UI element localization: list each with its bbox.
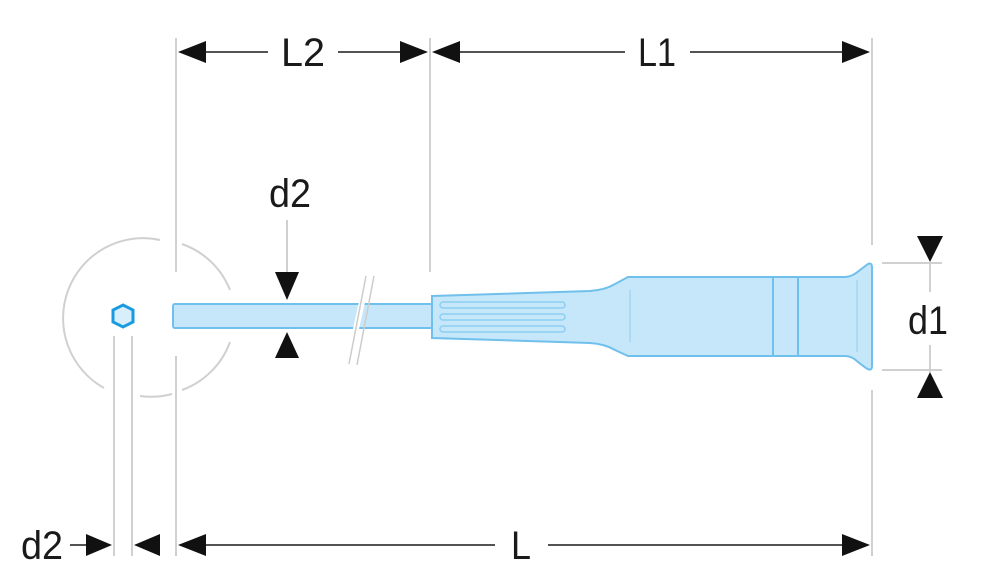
dimension-d2-tip: d2 (21, 524, 160, 568)
arrow-left-icon (178, 41, 206, 63)
arrow-right-icon (86, 534, 112, 556)
arrow-left-icon (432, 41, 460, 63)
arrow-right-icon (842, 534, 870, 556)
label-d2-top: d2 (269, 172, 311, 216)
label-d1: d1 (908, 299, 948, 343)
arrow-up-icon (275, 332, 299, 358)
arrow-up-icon (917, 372, 943, 398)
label-L1: L1 (638, 31, 676, 75)
arrow-left-icon (134, 534, 160, 556)
hex-tip-icon (111, 303, 135, 329)
dimension-d2-shaft: d2 (269, 172, 311, 358)
shaft (172, 274, 436, 366)
arrow-right-icon (842, 41, 870, 63)
label-L2: L2 (281, 31, 325, 75)
extension-lines (113, 38, 942, 556)
end-view-circle (62, 237, 231, 398)
dimension-L2: L2 (178, 31, 428, 75)
dimension-d1: d1 (908, 236, 948, 398)
label-d2-bottom: d2 (21, 524, 63, 568)
dimension-L1: L1 (432, 31, 870, 75)
arrow-left-icon (178, 534, 206, 556)
arrow-right-icon (400, 41, 428, 63)
dimension-L: L (178, 524, 870, 568)
arrow-down-icon (917, 236, 943, 262)
arrow-down-icon (275, 272, 299, 300)
handle (431, 262, 873, 371)
label-L: L (511, 524, 531, 568)
